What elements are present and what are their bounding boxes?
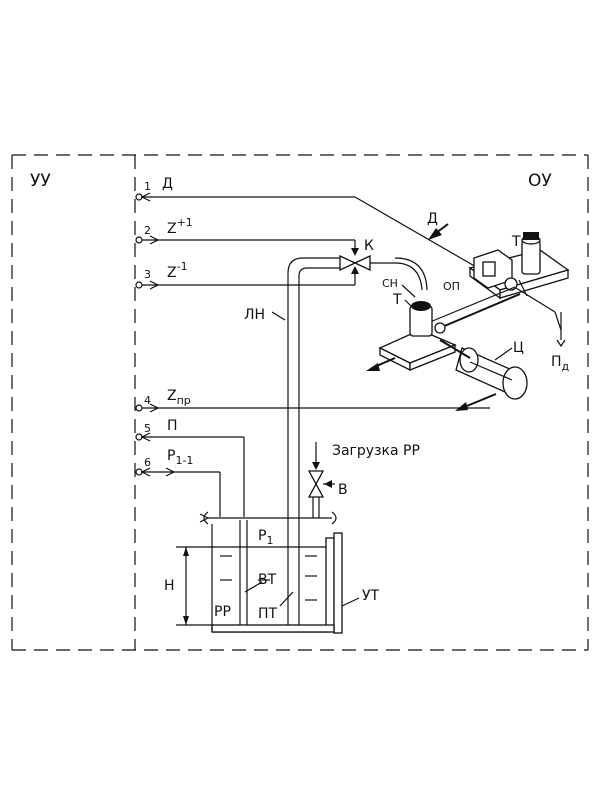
op-label: ОП <box>443 280 460 293</box>
terminal-2-number: 2 <box>144 224 151 237</box>
ln-pipe <box>271 257 340 625</box>
terminal-5-number: 5 <box>144 422 151 435</box>
terminal-3-number: 3 <box>144 268 151 281</box>
valve-b-label: В <box>338 482 348 498</box>
region-boundaries <box>11 154 589 651</box>
signal-lines <box>140 192 497 517</box>
p1-label: Р1 <box>258 528 273 547</box>
object-mechanism <box>366 223 570 400</box>
rr-label: РР <box>214 604 231 620</box>
terminals: 1 Д 2 Z+1 3 Z-1 4 Zпр 5 П 6 P1-1 <box>135 176 193 476</box>
terminal-1-signal: Д <box>162 176 173 192</box>
d-arrow-label: Д <box>427 211 438 227</box>
terminal-2 <box>135 236 143 244</box>
cylinder-label: Ц <box>513 340 524 356</box>
sensor-t-lower-label: Т <box>392 292 402 308</box>
pd-label: Пд <box>551 354 570 373</box>
terminal-4-number: 4 <box>144 394 151 407</box>
terminal-6-signal: P1-1 <box>167 448 193 467</box>
h-label: Н <box>164 578 175 594</box>
terminal-3-signal: Z-1 <box>167 260 188 281</box>
terminal-5-signal: П <box>167 418 178 434</box>
terminal-4 <box>135 404 143 412</box>
terminal-4-signal: Zпр <box>167 388 191 407</box>
sn-label: СН <box>382 277 398 290</box>
control-unit-label: УУ <box>30 171 51 191</box>
terminal-1-number: 1 <box>144 180 151 193</box>
terminal-3 <box>135 281 143 289</box>
vt-label: ВТ <box>258 572 277 588</box>
terminal-2-signal: Z+1 <box>167 216 193 237</box>
valve-k <box>339 254 428 291</box>
terminal-6-number: 6 <box>144 456 151 469</box>
ut-label: УТ <box>362 588 380 604</box>
valve-k-label: К <box>364 238 374 254</box>
sensor-t-upper-label: Т <box>511 234 521 250</box>
pt-label: ПТ <box>258 606 278 622</box>
control-object-label: ОУ <box>528 171 552 191</box>
ln-label: ЛН <box>244 307 265 323</box>
tank <box>176 511 360 634</box>
load-label: Загрузка РР <box>332 443 420 459</box>
load-inlet <box>307 442 335 518</box>
